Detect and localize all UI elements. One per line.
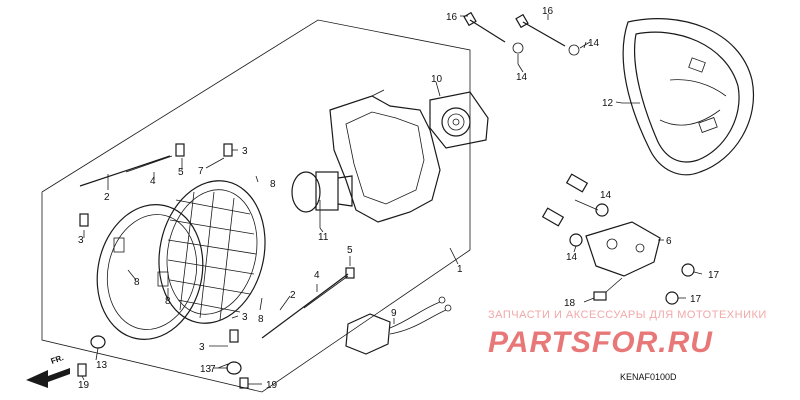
callout-7-lower: 7 [210, 364, 216, 375]
assembly-boundary [41, 19, 471, 393]
callout-8-rim-lower: 8 [165, 296, 171, 307]
leader-lines [81, 14, 703, 385]
callout-14-mid: 14 [600, 190, 612, 201]
watermark-brand: PARTSFOR.RU [488, 326, 713, 359]
screw-part-7-top [223, 143, 233, 157]
callout-14-top-right: 14 [588, 38, 600, 49]
bulb-part-11 [291, 171, 353, 228]
callout-5-upper: 5 [178, 167, 184, 178]
grommet-part-13-bottom [226, 361, 242, 375]
nut-part-17-lower [665, 291, 679, 305]
screw-part-7-bottom [229, 329, 239, 343]
callout-3-left: 3 [78, 235, 84, 246]
wire-harness-part-9 [345, 296, 452, 355]
callout-7-upper: 7 [198, 166, 204, 177]
callout-6: 6 [666, 236, 672, 247]
grommet-part-13-left [90, 335, 106, 349]
screw-part-5-lower [345, 267, 355, 279]
diagram-code: KENAF0100D [620, 372, 677, 382]
callout-18: 18 [564, 298, 576, 309]
callout-12: 12 [602, 98, 614, 109]
callout-14-top-left: 14 [516, 72, 528, 83]
callout-19-bottom: 19 [266, 380, 278, 391]
callout-3-bottom: 3 [199, 342, 205, 353]
callout-8-top-right: 8 [270, 179, 276, 190]
callout-17-lower: 17 [690, 294, 702, 305]
bolt-16-left [463, 11, 524, 64]
callout-3-right: 3 [242, 312, 248, 323]
bolt-part-19-bottom [239, 377, 249, 389]
adjuster-spring-top [79, 155, 173, 187]
callout-16-right: 16 [542, 6, 554, 17]
adjuster-spring-bottom [261, 273, 349, 339]
callout-3-top: 3 [242, 146, 248, 157]
screw-part-5-top [175, 143, 185, 157]
bushing-part-14-a [565, 173, 609, 217]
callout-8-rim-left: 8 [134, 277, 140, 288]
watermark-tagline: ЗАПЧАСТИ И АКСЕССУАРЫ ДЛЯ МОТОТЕХНИКИ [488, 309, 767, 321]
callout-4-lower: 4 [314, 270, 320, 281]
callout-11: 11 [318, 232, 329, 243]
callout-2-upper: 2 [104, 192, 110, 203]
screw-part-3-left [79, 213, 89, 227]
callout-5-lower: 5 [347, 245, 353, 256]
bolt-part-18 [593, 291, 607, 301]
mount-bracket [329, 89, 441, 223]
socket-part-10 [429, 91, 489, 149]
callout-16-left: 16 [446, 12, 458, 23]
headlight-lens-unit [158, 180, 266, 324]
callout-14-lower: 14 [566, 252, 578, 263]
callout-labels: 1 2 2 3 3 3 3 4 4 5 5 6 7 7 8 8 8 8 9 10… [78, 6, 720, 391]
headlight-rim [96, 204, 204, 340]
bolt-part-19-left [77, 363, 87, 377]
callout-19-left: 19 [78, 380, 90, 391]
headlight-case [622, 18, 754, 176]
bracket-part-6 [585, 221, 661, 293]
callout-4-upper: 4 [150, 176, 156, 187]
front-direction-arrow: FR. [26, 353, 70, 388]
callout-9: 9 [391, 308, 397, 319]
bolt-16-right [515, 13, 591, 56]
callout-1: 1 [457, 264, 463, 275]
watermark: ЗАПЧАСТИ И АКСЕССУАРЫ ДЛЯ МОТОТЕХНИКИ PA… [488, 309, 767, 359]
callout-2-lower: 2 [290, 290, 296, 301]
callout-13-bottom: 13 [200, 364, 212, 375]
callout-13-left: 13 [96, 360, 108, 371]
callout-10: 10 [431, 74, 443, 85]
nut-part-17-upper [681, 263, 695, 277]
callout-8-bottom: 8 [258, 314, 264, 325]
direction-label: FR. [50, 353, 65, 366]
callout-17-upper: 17 [708, 270, 720, 281]
bushing-part-14-b [541, 207, 583, 247]
